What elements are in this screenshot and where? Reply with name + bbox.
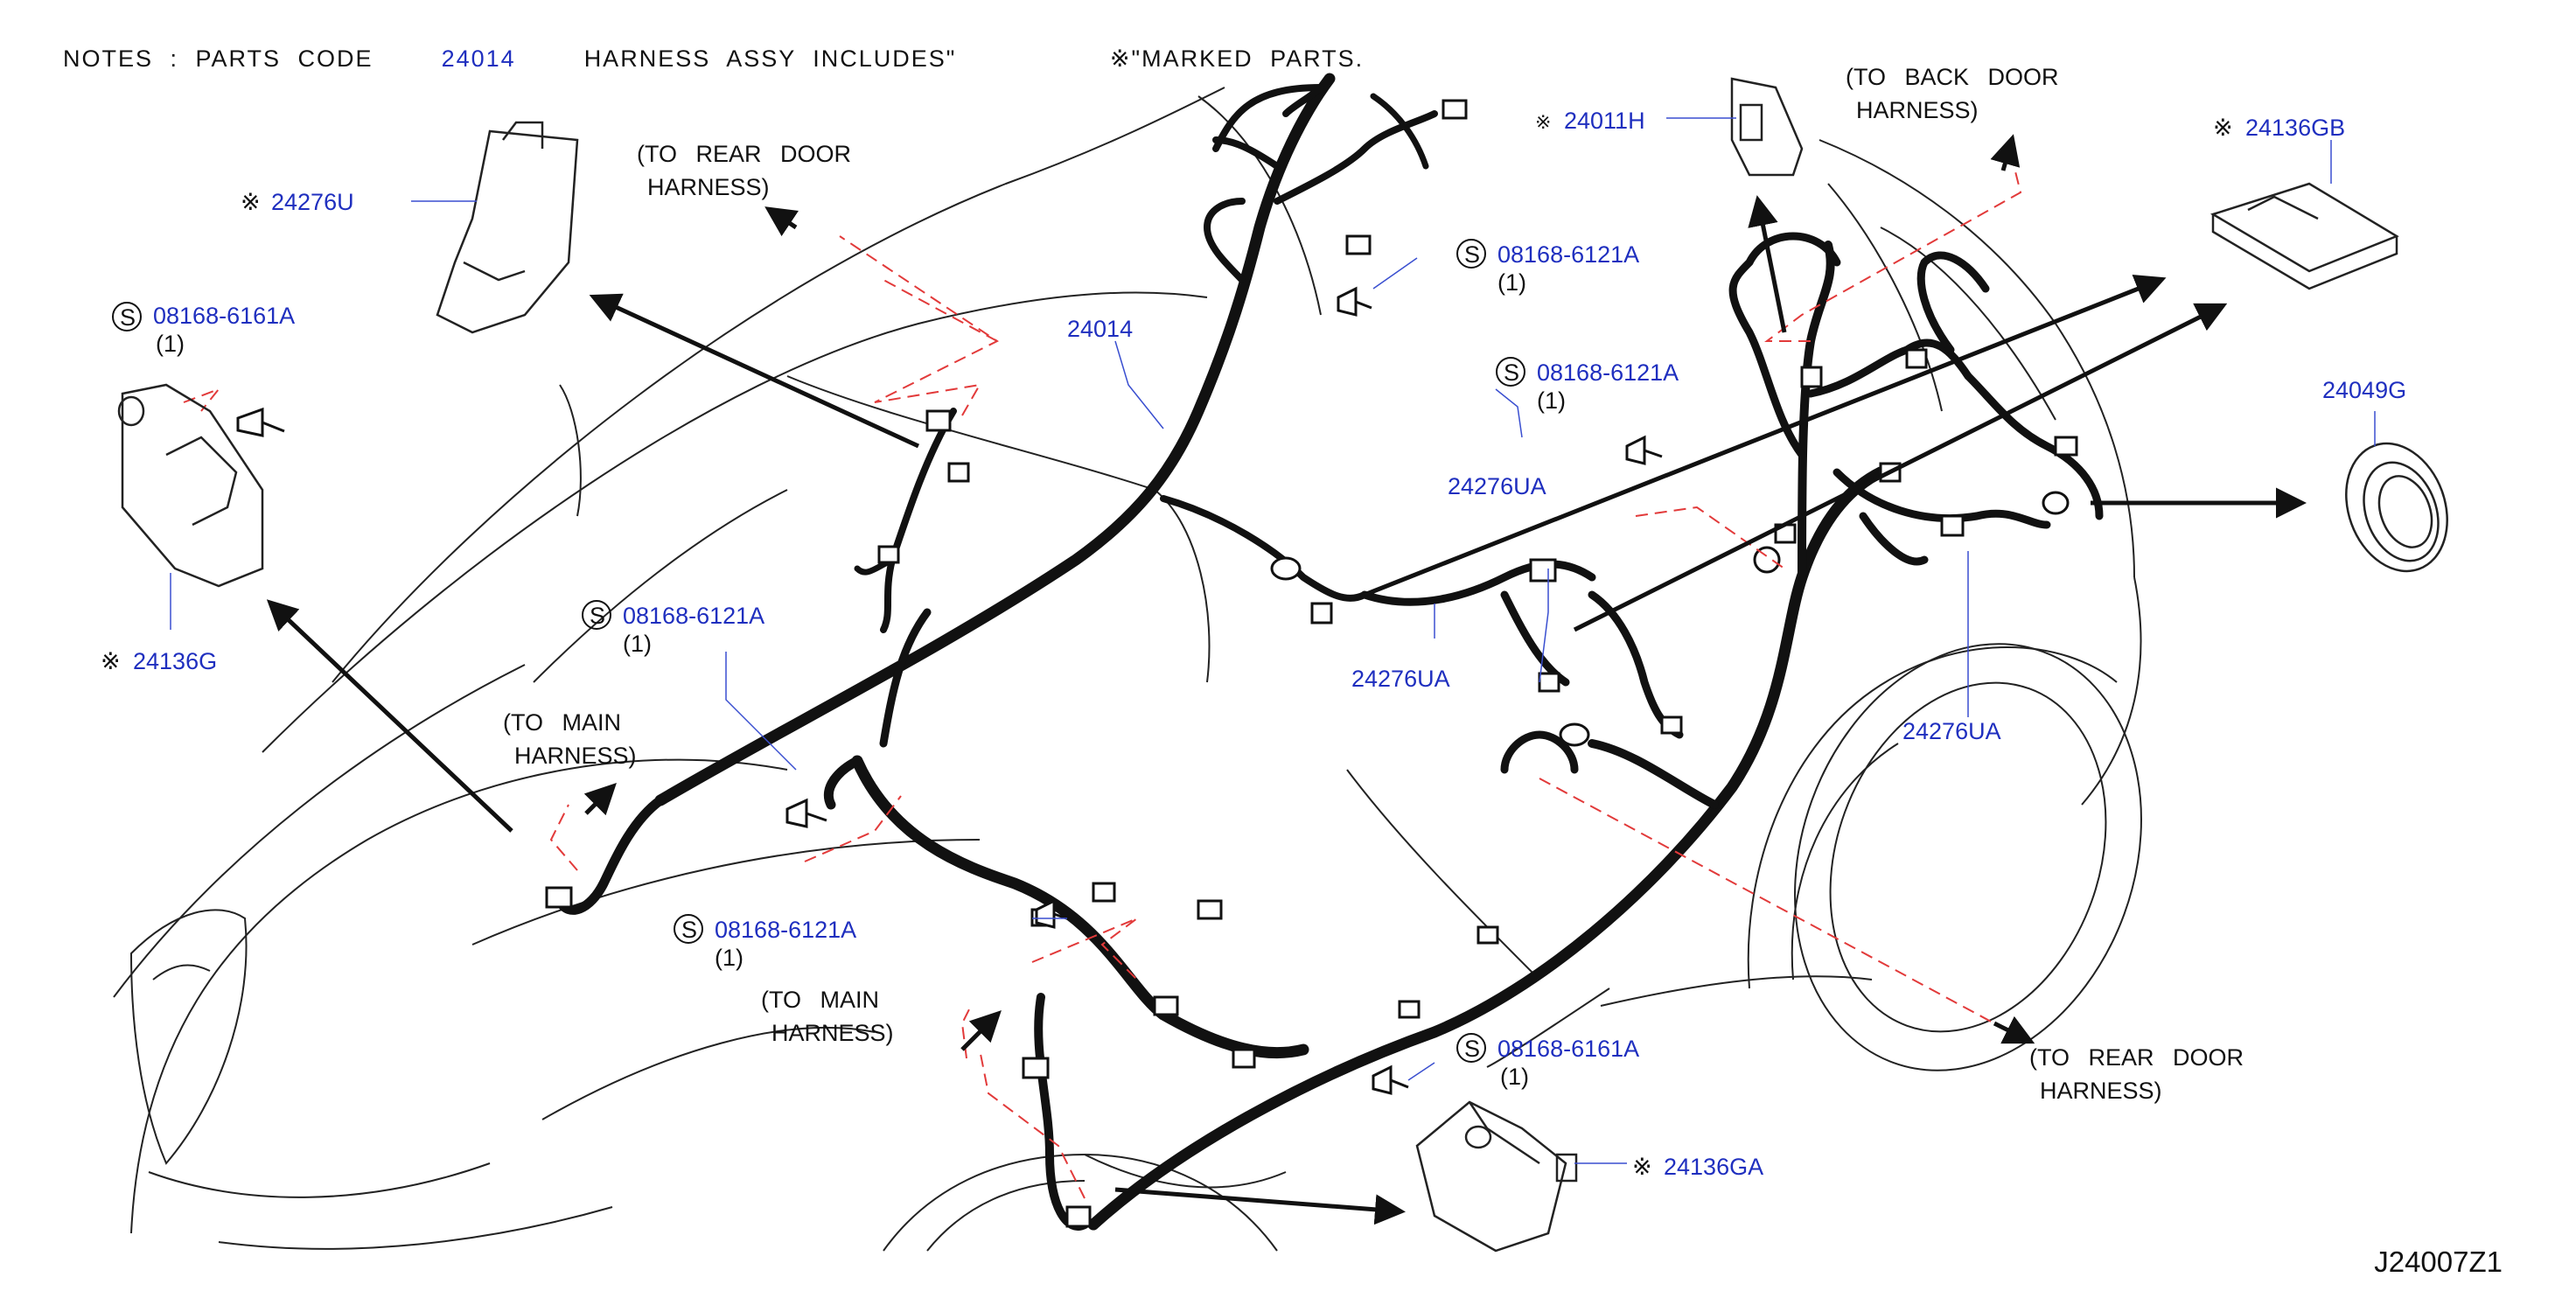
callout-qty: (1) [623, 631, 652, 657]
callout-label: 08168-6121A [1537, 359, 1679, 386]
callout-24136G[interactable]: ※ 24136G [101, 648, 217, 674]
direction-line2: HARNESS) [647, 174, 770, 200]
callout-08168-6161A-lower[interactable]: S 08168-6161A (1) [1456, 1033, 1639, 1090]
direction-to-main-left: (TO MAIN HARNESS) [503, 709, 637, 769]
callout-24276UA-upper[interactable]: 24276UA [1448, 473, 1546, 499]
part-24276U[interactable] [436, 121, 579, 334]
direction-to-back-door: (TO BACK DOOR HARNESS) [1846, 64, 2059, 123]
harness-connectors [545, 99, 2078, 1228]
part-24136GB[interactable] [2209, 182, 2399, 290]
vehicle-body-outline [113, 87, 2142, 1252]
screw-symbol: S [1464, 241, 1480, 268]
callout-qty: (1) [156, 331, 185, 357]
callout-label: 24276UA [1448, 473, 1546, 499]
callout-label: 24136GB [2245, 115, 2345, 141]
callout-24136GB[interactable]: ※ 24136GB [2213, 115, 2345, 141]
callout-label: 08168-6121A [1497, 241, 1639, 268]
callout-24136GA[interactable]: ※ 24136GA [1632, 1154, 1763, 1180]
callout-08168-6121A-lower[interactable]: S 08168-6121A (1) [674, 914, 856, 971]
callout-08168-6161A-left[interactable]: S 08168-6161A (1) [112, 302, 295, 357]
callout-label: 08168-6121A [715, 917, 856, 943]
leader-lines [170, 117, 2376, 1164]
notes-prefix: NOTES : PARTS CODE [63, 45, 373, 72]
direction-line1: (TO REAR DOOR [2029, 1044, 2244, 1071]
callout-08168-6121A-mid[interactable]: S 08168-6121A (1) [582, 600, 764, 657]
diagram-reference-id: J24007Z1 [2374, 1246, 2503, 1278]
callout-qty: (1) [715, 945, 743, 971]
callout-08168-6121A-right[interactable]: S 08168-6121A (1) [1496, 357, 1679, 414]
direction-line1: (TO MAIN [503, 709, 621, 736]
main-harness [555, 73, 2104, 1231]
callout-marker: ※ [101, 648, 121, 674]
callout-label: 24014 [1067, 316, 1133, 342]
direction-line2: HARNESS) [2040, 1078, 2162, 1104]
direction-line2: HARNESS) [771, 1020, 894, 1046]
callout-08168-6121A-top[interactable]: S 08168-6121A (1) [1456, 239, 1639, 296]
callout-24011H[interactable]: ※ 24011H [1535, 108, 1645, 134]
direction-line1: (TO REAR DOOR [637, 141, 851, 167]
callout-label: 24011H [1564, 108, 1645, 134]
callout-label: 24136G [133, 648, 217, 674]
callout-label: 24049G [2322, 377, 2406, 403]
part-24011H[interactable] [1730, 77, 1804, 177]
screw-symbol: S [681, 917, 697, 943]
callout-marker: ※ [1535, 111, 1551, 133]
screw-symbol: S [590, 603, 605, 629]
callout-label: 08168-6161A [1497, 1036, 1639, 1062]
direction-line2: HARNESS) [514, 743, 637, 769]
callout-24014[interactable]: 24014 [1067, 316, 1133, 342]
callout-24276U[interactable]: ※ 24276U [241, 189, 354, 215]
callout-qty: (1) [1537, 387, 1566, 414]
parts-notes: NOTES : PARTS CODE 24014 HARNESS ASSY IN… [63, 45, 1364, 73]
callout-24276UA-mid[interactable]: 24276UA [1351, 666, 1450, 692]
direction-arrows [266, 134, 2307, 1225]
callout-24276UA-right[interactable]: 24276UA [1902, 718, 2001, 744]
screw-symbol: S [1504, 359, 1519, 386]
callout-label: 24136GA [1664, 1154, 1763, 1180]
callout-label: 08168-6121A [623, 603, 764, 629]
part-24136GA[interactable] [1415, 1100, 1578, 1253]
callout-label: 08168-6161A [153, 303, 295, 329]
callout-24049G[interactable]: 24049G [2322, 377, 2406, 403]
direction-line1: (TO BACK DOOR [1846, 64, 2059, 90]
screw-symbol: S [1464, 1036, 1480, 1062]
direction-to-rear-door-upper: (TO REAR DOOR HARNESS) [637, 141, 851, 200]
direction-line1: (TO MAIN [761, 987, 879, 1013]
red-guide-lines [183, 157, 2022, 1199]
part-24049G[interactable] [2329, 429, 2465, 586]
callout-qty: (1) [1497, 269, 1526, 296]
callout-marker: ※ [1632, 1154, 1652, 1180]
notes-text: HARNESS ASSY INCLUDES" [583, 45, 957, 72]
notes-harness-code[interactable]: 24014 [441, 45, 516, 72]
callout-marker: ※ [241, 189, 261, 215]
callout-qty: (1) [1500, 1064, 1529, 1090]
direction-to-main-lower: (TO MAIN HARNESS) [761, 987, 894, 1046]
notes-marked: ※"MARKED PARTS. [1109, 45, 1365, 72]
direction-to-rear-door-lower: (TO REAR DOOR HARNESS) [2029, 1044, 2244, 1104]
callout-label: 24276U [271, 189, 354, 215]
callout-marker: ※ [2213, 115, 2233, 141]
direction-line2: HARNESS) [1856, 97, 1979, 123]
screw-symbol: S [120, 304, 136, 331]
bolt-parts[interactable] [236, 286, 1663, 1095]
callout-label: 24276UA [1902, 718, 2001, 744]
callout-label: 24276UA [1351, 666, 1450, 692]
part-24136G[interactable] [117, 383, 264, 588]
